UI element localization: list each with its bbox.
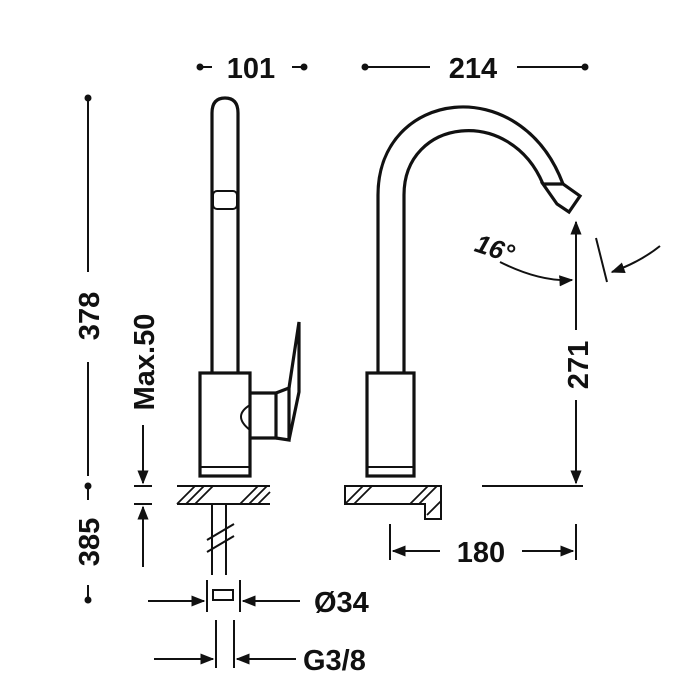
front-view-counter-hatch [344,485,442,516]
dim-label-16-degree: 16° [471,228,518,269]
dim-label-max50: Max.50 [129,314,161,411]
side-view-counter-hatch [176,485,271,505]
dim-label-connection-thread: G3/8 [303,645,366,677]
dim-label-378: 378 [74,292,106,340]
dimension-16-degree: 16° [471,228,661,287]
front-view [344,105,583,520]
side-view-spout [210,96,240,372]
dimension-connection-thread: G3/8 [154,620,366,677]
dim-label-385: 385 [74,518,106,566]
dimension-378: 378 [74,94,106,476]
dim-label-bore-diameter: Ø34 [314,587,369,619]
front-view-aerator [539,182,583,215]
dim-label-214: 214 [449,53,497,85]
dim-label-101: 101 [227,53,275,85]
dimension-bore-diameter: Ø34 [148,580,369,619]
dimension-101: 101 [196,53,308,85]
dim-label-271: 271 [563,341,595,389]
dimension-385: 385 [74,482,106,604]
side-view [176,96,301,601]
side-view-body [198,371,252,478]
front-view-body [365,371,416,478]
front-view-spout [376,105,565,372]
side-view-lever [250,391,278,440]
dimension-214: 214 [361,53,589,85]
side-view-aerator [212,190,238,210]
dimension-271: 271 [482,220,595,487]
dim-label-180: 180 [457,537,505,569]
dimension-180: 180 [389,524,577,569]
dimension-max50: Max.50 [129,314,161,567]
